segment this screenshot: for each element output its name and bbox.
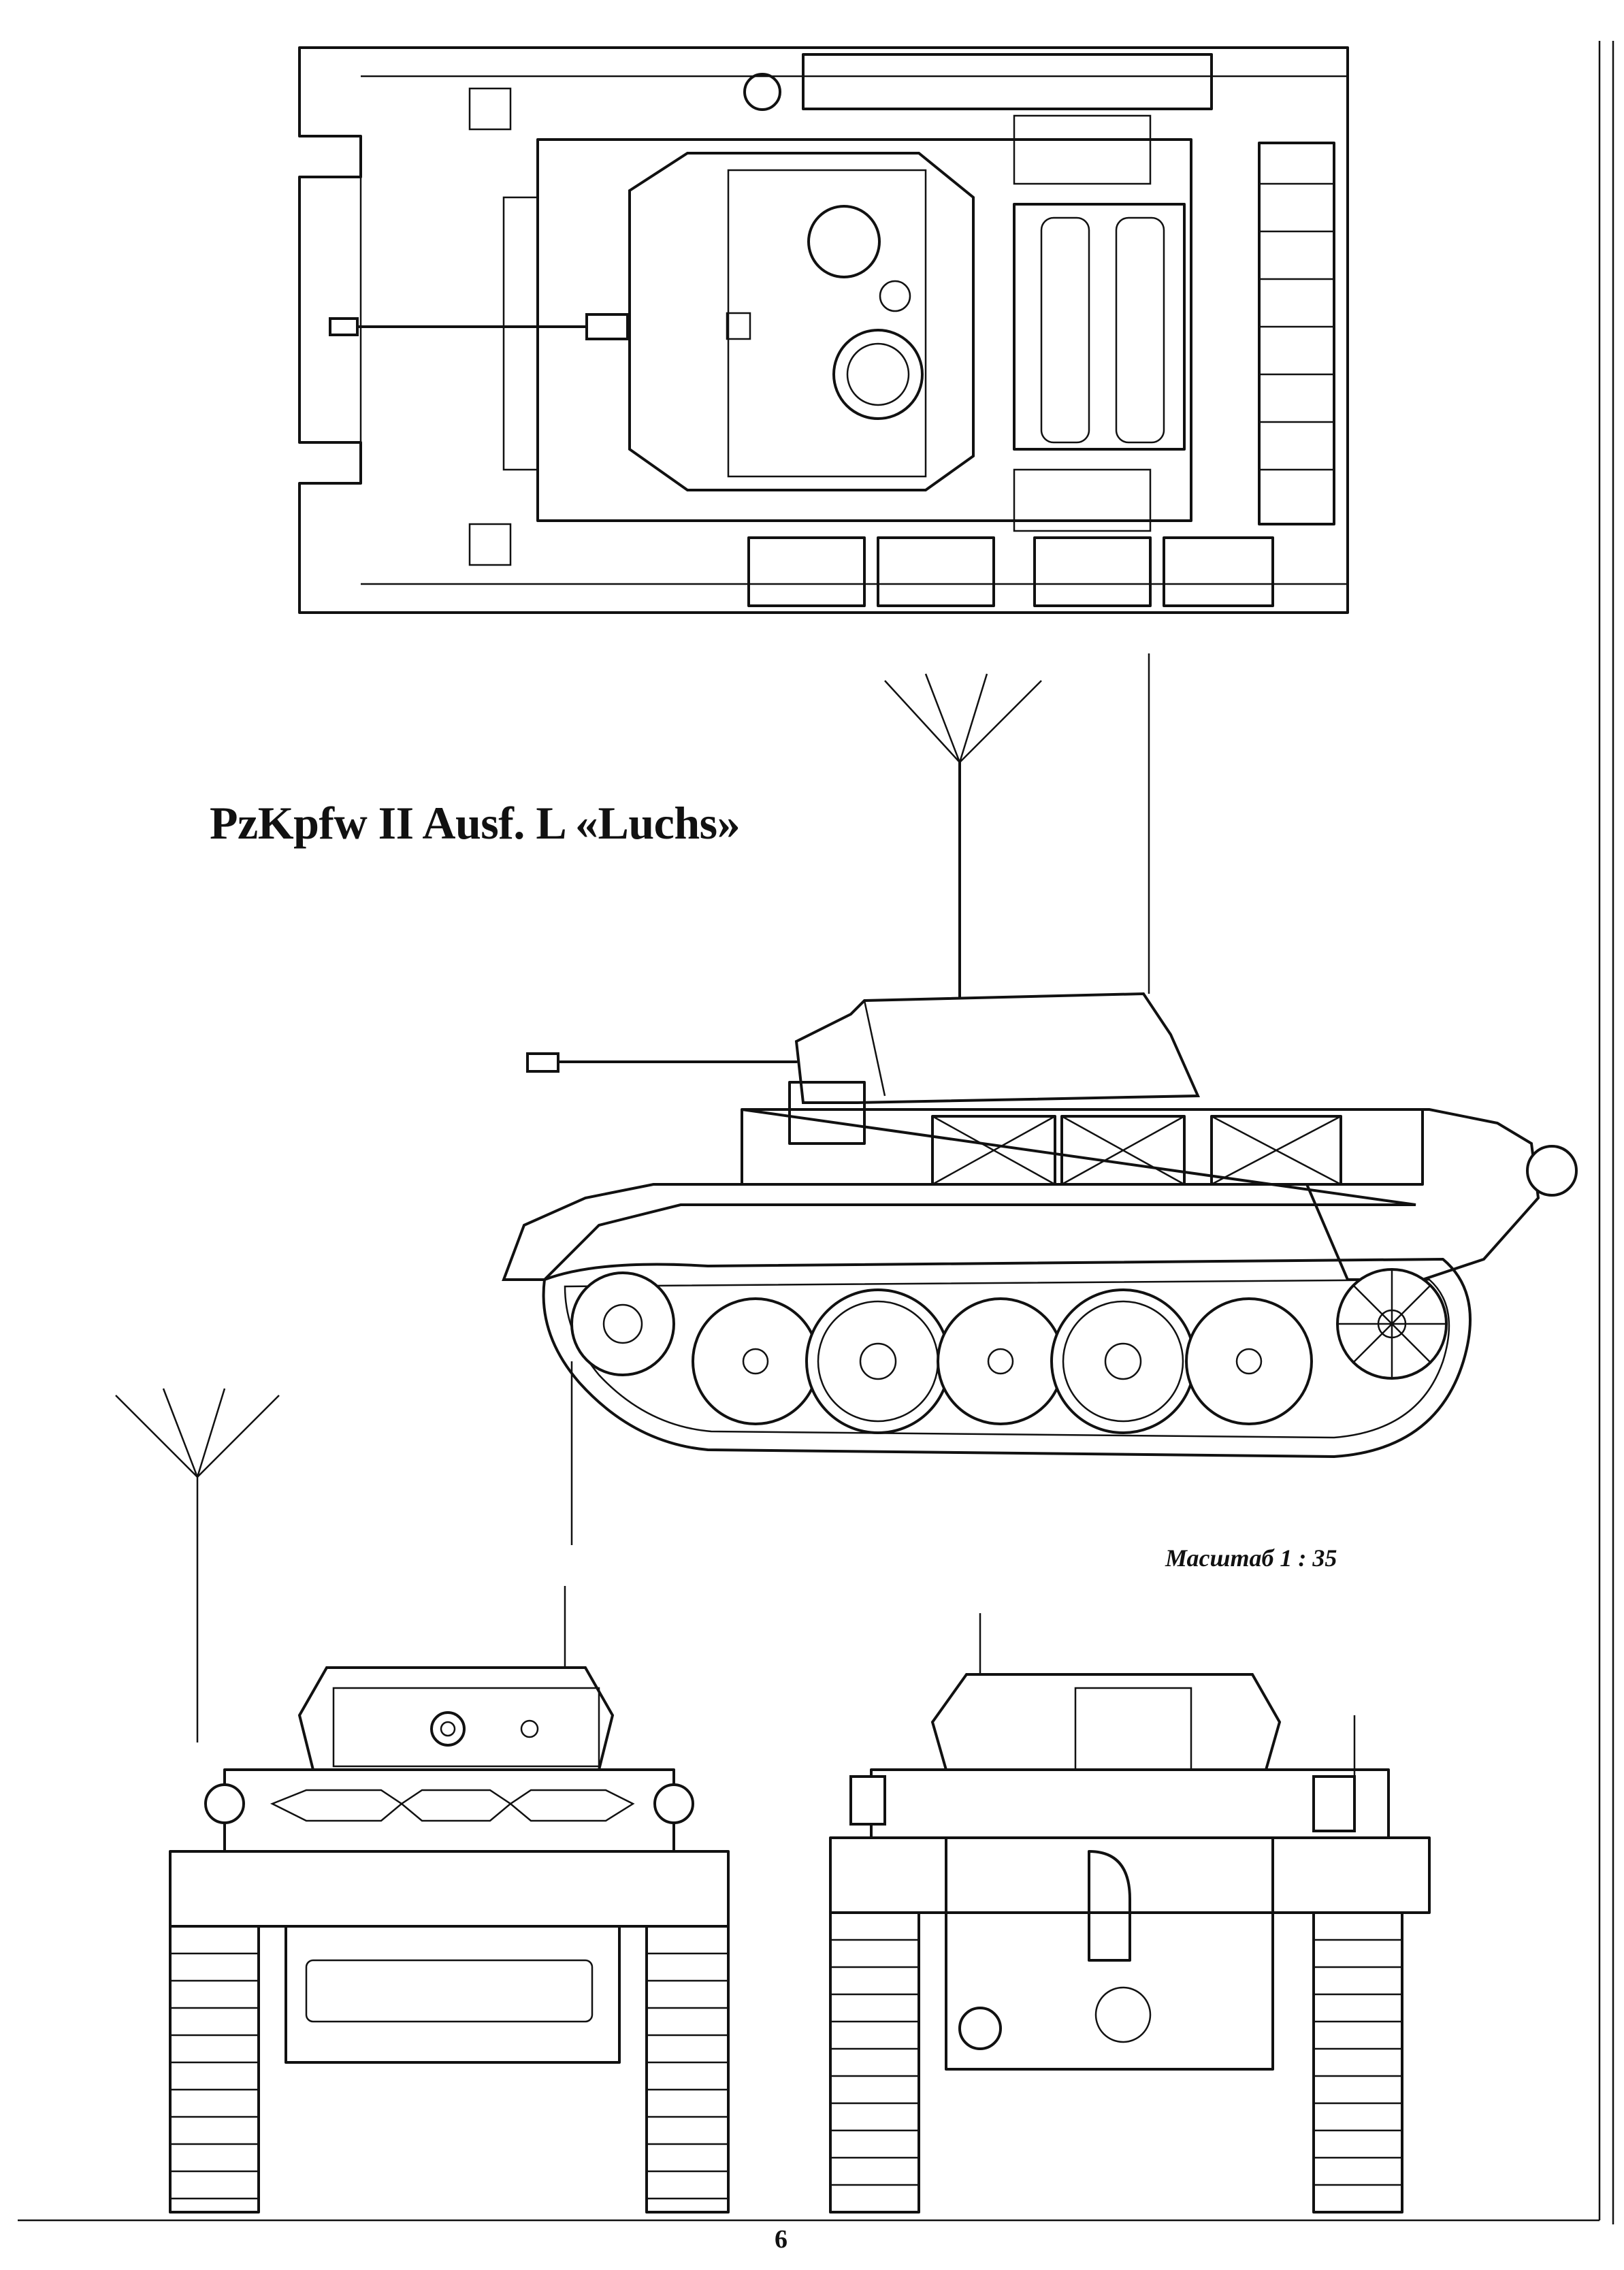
top-turret bbox=[628, 152, 975, 491]
top-commander-hatch bbox=[832, 329, 924, 420]
rear-exhaust bbox=[1088, 1850, 1131, 1962]
side-track bbox=[542, 1258, 1472, 1458]
side-antenna-star bbox=[884, 673, 1042, 763]
page-number: 6 bbox=[775, 2225, 787, 2254]
side-turret bbox=[794, 992, 1201, 1104]
rear-upper-hull bbox=[870, 1768, 1390, 1839]
front-glacis bbox=[285, 1925, 621, 2064]
side-box-1 bbox=[931, 1115, 1056, 1186]
side-box-front bbox=[788, 1081, 866, 1145]
side-road-wheel-5 bbox=[1185, 1297, 1313, 1425]
side-road-wheel-3 bbox=[937, 1297, 1065, 1425]
front-track-right bbox=[645, 1925, 730, 2214]
side-drive-sprocket bbox=[570, 1271, 675, 1376]
rear-view bbox=[829, 1613, 1431, 2214]
top-engine-deck bbox=[1013, 203, 1186, 451]
scale-label: Масштаб 1 : 35 bbox=[1165, 1544, 1337, 1572]
top-view bbox=[298, 46, 1349, 614]
rear-plate bbox=[945, 1836, 1274, 2071]
side-view bbox=[502, 653, 1578, 1458]
side-road-wheel-2 bbox=[805, 1288, 951, 1434]
rear-track-left bbox=[829, 1911, 920, 2214]
front-turret bbox=[297, 1666, 615, 1771]
front-track-left bbox=[169, 1925, 260, 2214]
rear-track-right bbox=[1312, 1911, 1403, 2214]
front-upper-hull bbox=[223, 1768, 675, 1853]
page-title: PzKpfw II Ausf. L «Luchs» bbox=[210, 797, 741, 849]
front-lower-hull bbox=[169, 1850, 730, 1928]
side-road-wheel-4 bbox=[1050, 1288, 1196, 1434]
side-road-wheel-1 bbox=[692, 1297, 819, 1425]
side-box-3 bbox=[1210, 1115, 1342, 1186]
top-turret-periscope bbox=[807, 205, 881, 278]
front-view bbox=[115, 1361, 730, 2214]
side-box-2 bbox=[1060, 1115, 1186, 1186]
